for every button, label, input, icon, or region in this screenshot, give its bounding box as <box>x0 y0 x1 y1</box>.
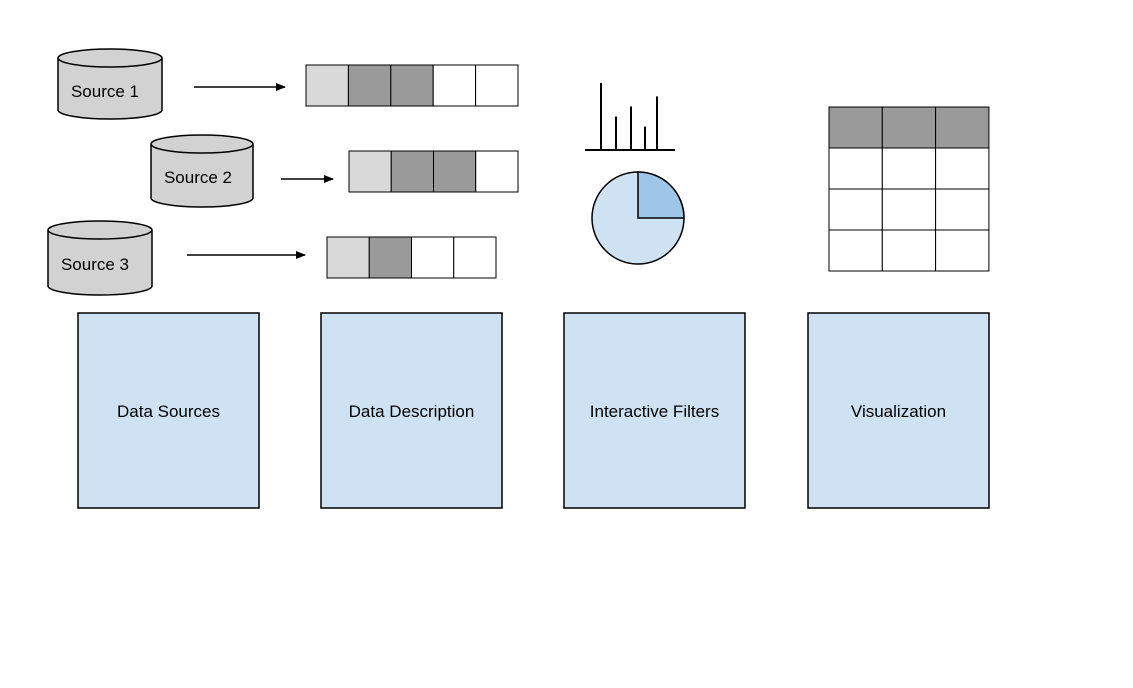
source-2-database-icon: Source 2 <box>150 134 254 208</box>
record-strip-3 <box>326 236 497 279</box>
histogram-filter-icon <box>585 83 675 151</box>
table-header-cell <box>881 106 937 149</box>
record-cell <box>433 150 477 193</box>
stage-panels: Data Sources Data Description Interactiv… <box>77 312 990 509</box>
table-cell <box>935 188 990 231</box>
table-cell <box>881 229 937 272</box>
record-cell <box>475 150 519 193</box>
source-3-database-icon: Source 3 <box>47 220 153 296</box>
source-1-label: Source 1 <box>71 82 139 101</box>
table-cell <box>828 229 883 272</box>
table-cell <box>935 147 990 190</box>
panel-interactive-filters-label: Interactive Filters <box>590 402 719 421</box>
record-cell <box>411 236 455 279</box>
record-cell <box>368 236 412 279</box>
panel-data-description: Data Description <box>320 312 503 509</box>
table-cell <box>828 188 883 231</box>
table-header-cell <box>935 106 990 149</box>
record-cell <box>326 236 370 279</box>
record-strips <box>305 64 519 279</box>
panel-data-description-label: Data Description <box>349 402 475 421</box>
record-cell <box>390 64 434 107</box>
table-cell <box>881 188 937 231</box>
visualization-table-icon <box>828 106 990 272</box>
record-cell <box>347 64 392 107</box>
table-cell <box>935 229 990 272</box>
panel-data-sources: Data Sources <box>77 312 260 509</box>
source-1-database-icon: Source 1 <box>57 48 163 120</box>
pie-chart-highlight-slice <box>637 171 685 219</box>
record-cell <box>305 64 349 107</box>
panel-visualization-label: Visualization <box>851 402 946 421</box>
record-cell <box>390 150 434 193</box>
record-strip-1 <box>305 64 519 107</box>
record-cell <box>475 64 519 107</box>
panel-interactive-filters: Interactive Filters <box>563 312 746 509</box>
record-cell <box>348 150 392 193</box>
source-3-label: Source 3 <box>61 255 129 274</box>
panel-visualization: Visualization <box>807 312 990 509</box>
source-2-label: Source 2 <box>164 168 232 187</box>
record-cell <box>432 64 477 107</box>
record-cell <box>453 236 497 279</box>
pie-chart-filter-icon <box>591 171 685 265</box>
panel-data-sources-label: Data Sources <box>117 402 220 421</box>
table-header-cell <box>828 106 883 149</box>
table-cell <box>828 147 883 190</box>
record-strip-2 <box>348 150 519 193</box>
table-cell <box>881 147 937 190</box>
